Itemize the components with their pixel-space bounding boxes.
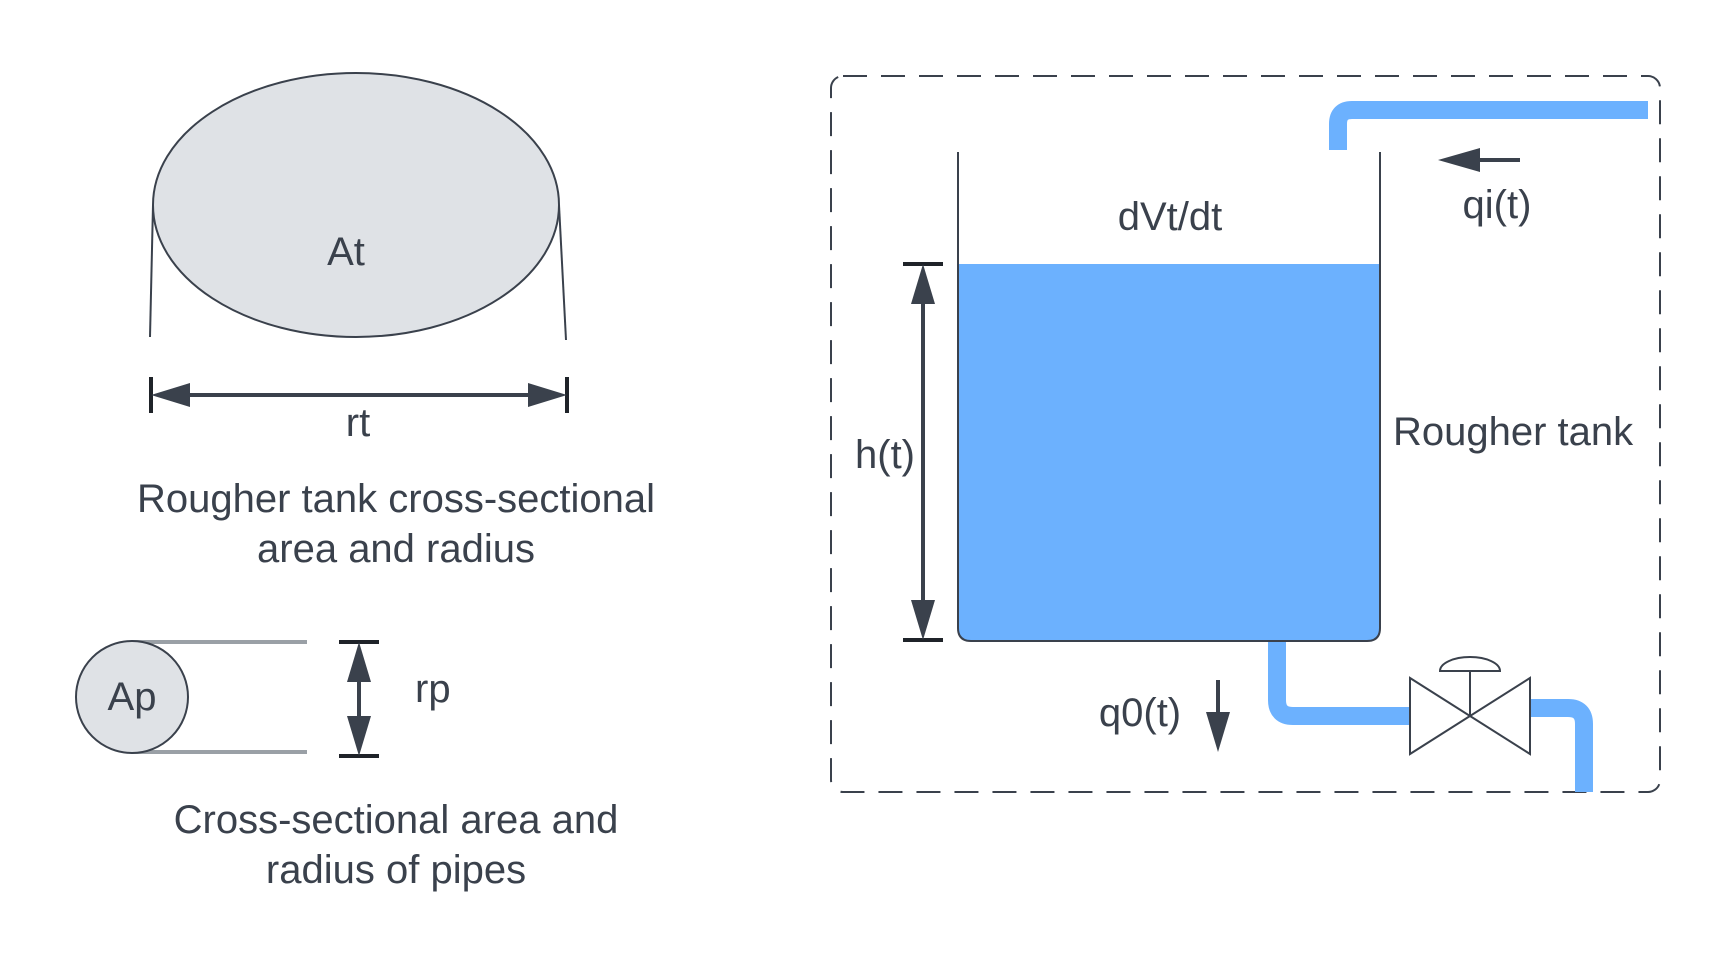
pipe-radius-arrow-down (347, 716, 371, 756)
tank-caption-line1: Rougher tank cross-sectional (137, 477, 655, 521)
height-arrow-up (911, 264, 935, 304)
tank-area-ellipse (152, 72, 560, 338)
valve-actuator (1438, 656, 1502, 672)
tank-water (958, 264, 1380, 641)
pipe-caption-line2: radius of pipes (266, 848, 526, 892)
pipe-radius-label: rp (415, 667, 451, 711)
height-label: h(t) (855, 433, 915, 477)
pipe-area-label: Ap (108, 675, 157, 719)
tank-cross-section: At rt Rougher tank cross-sectional area … (137, 72, 655, 571)
outflow-arrow-head (1206, 712, 1230, 752)
valve-body-left (1409, 676, 1472, 756)
pipe-area-circle (75, 640, 189, 754)
inflow-arrow-head (1438, 148, 1480, 172)
outflow-label: q0(t) (1099, 691, 1181, 735)
tank-side-left (149, 204, 154, 338)
inflow-label: qi(t) (1463, 183, 1532, 227)
tank-radius-label: rt (346, 401, 370, 445)
height-arrow-down (911, 600, 935, 640)
tank-walls (957, 152, 1381, 642)
tank-side-right (558, 204, 567, 341)
rougher-tank-system: qi(t) dVt/dt Rougher tank h(t) q0(t) (830, 75, 1661, 793)
tank-name-label: Rougher tank (1393, 410, 1634, 454)
pipe-cross-section: Ap rp Cross-sectional area and radius of… (75, 640, 619, 892)
control-valve (1409, 656, 1531, 756)
valve-body-right (1468, 676, 1531, 756)
inlet-pipe (1329, 101, 1648, 150)
tank-radius-arrow-left (151, 383, 190, 407)
volume-rate-label: dVt/dt (1118, 195, 1223, 239)
system-boundary (830, 75, 1661, 793)
tank-caption-line2: area and radius (257, 527, 535, 571)
tank-area-label: At (327, 230, 365, 274)
outlet-pipe (1268, 642, 1412, 725)
tank-radius-arrow-right (528, 383, 567, 407)
discharge-pipe (1530, 699, 1593, 792)
pipe-radius-arrow-up (347, 642, 371, 682)
pipe-caption-line1: Cross-sectional area and (174, 798, 619, 842)
